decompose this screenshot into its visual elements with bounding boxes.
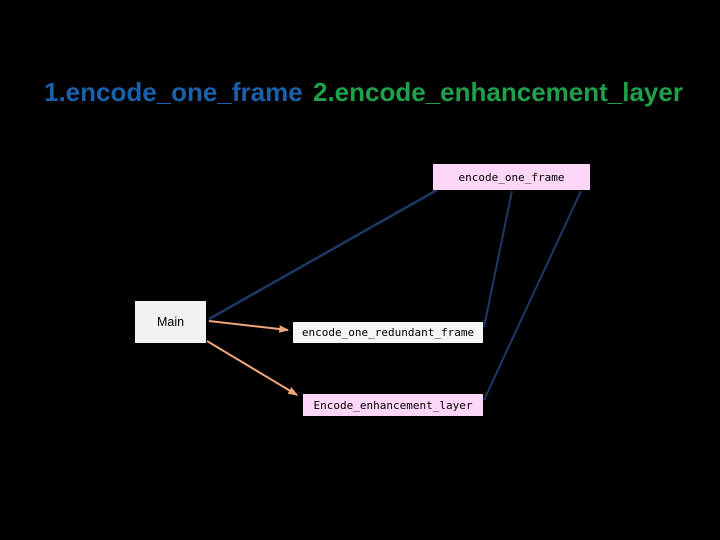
node-main-label: Main [156,315,185,329]
node-encode-one-redundant-frame: encode_one_redundant_frame [293,322,483,343]
node-encode-enhancement-layer-label: Encode_enhancement_layer [313,398,473,412]
title-encode-enhancement-layer: 2.encode_enhancement_layer [313,77,683,107]
edge-main-to-encode-one-frame [208,188,438,321]
edge-encode-one-frame-to-encode-one-redundant-frame [483,190,513,328]
node-encode-one-frame: encode_one_frame [433,164,590,190]
edge-main-to-encode-one-redundant-frame [208,320,290,333]
edge-main-to-encode-enhancement-layer [206,340,299,396]
title-encode-one-frame: 1.encode_one_frame [44,77,303,107]
node-encode-one-frame-label: encode_one_frame [458,170,565,184]
edge-encode-one-frame-to-encode-enhancement-layer [483,190,582,401]
node-main: Main [135,301,206,343]
node-encode-enhancement-layer: Encode_enhancement_layer [303,394,483,416]
node-encode-one-redundant-frame-label: encode_one_redundant_frame [301,326,475,339]
